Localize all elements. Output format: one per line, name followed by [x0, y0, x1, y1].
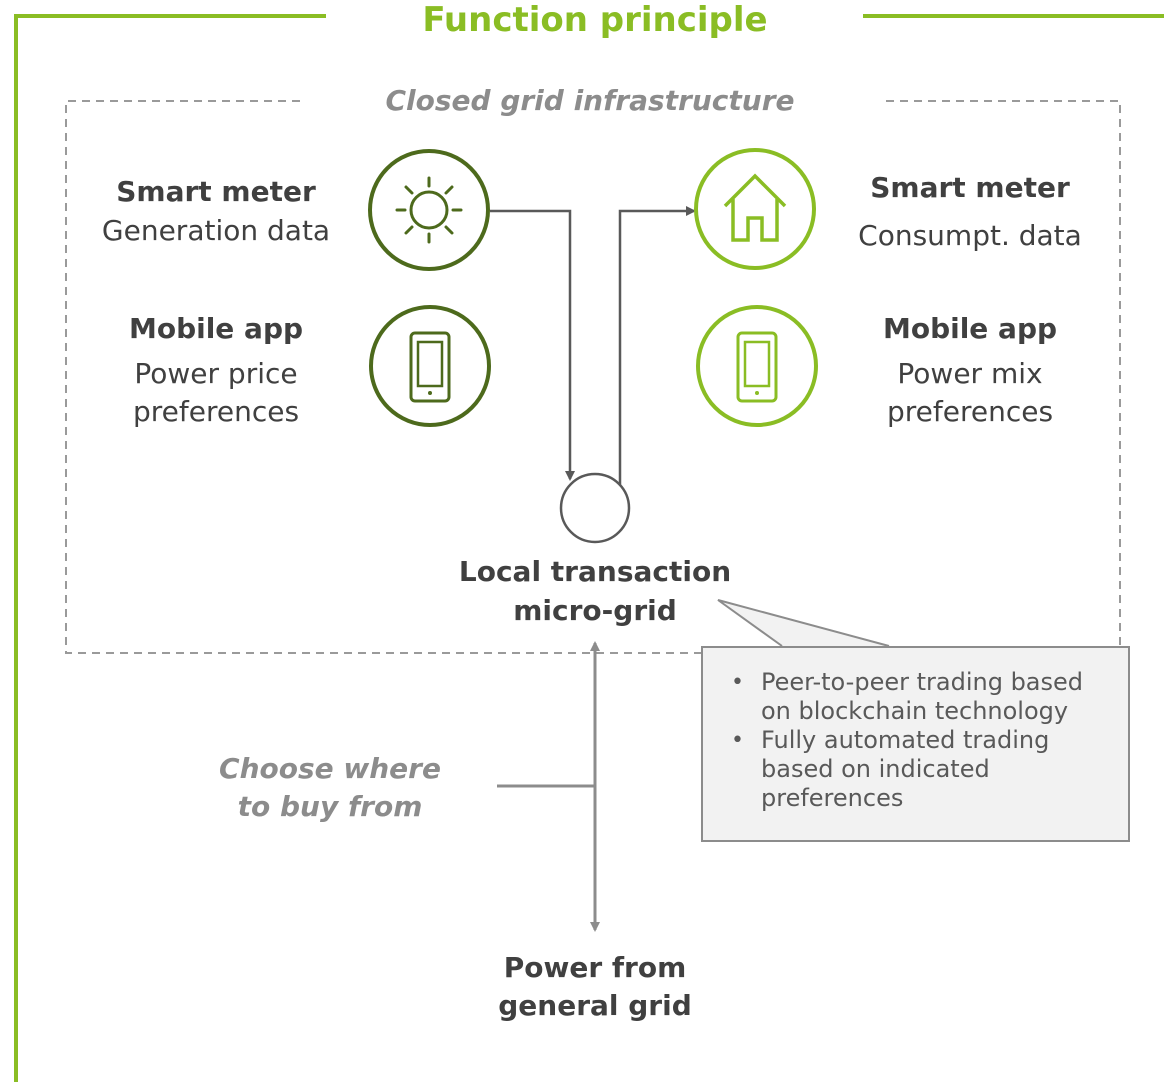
choose-label-line2: to buy from [237, 790, 423, 823]
house-icon [694, 148, 816, 270]
hub-node [559, 472, 631, 544]
callout-item: Peer-to-peer trading based on blockchain… [731, 668, 1114, 726]
outer-frame [14, 14, 1164, 1082]
general-grid-label-line1: Power from [503, 951, 687, 984]
consumer-meter-desc: Consumpt. data [858, 219, 1082, 252]
region-label: Closed grid infrastructure [385, 84, 795, 117]
consumer-app-desc-line1: Power mix [897, 357, 1043, 390]
generator-meter-desc: Generation data [101, 214, 331, 247]
consumer-app-title: Mobile app [882, 312, 1058, 345]
sun-icon [368, 149, 490, 271]
consumer-meter-title: Smart meter [870, 171, 1070, 204]
generator-to-hub-connector [490, 209, 575, 481]
general-grid-label-line2: general grid [498, 989, 692, 1022]
hub-label-line1: Local transaction [458, 555, 732, 588]
consumer-app-desc-line2: preferences [886, 395, 1054, 428]
generator-app-desc-line1: Power price [134, 357, 298, 390]
callout-box: Peer-to-peer trading based on blockchain… [701, 646, 1130, 842]
callout-pointer [717, 599, 890, 647]
hub-label-line2: micro-grid [513, 594, 677, 627]
generator-phone-icon [369, 305, 491, 427]
callout-item: Fully automated trading based on indicat… [731, 726, 1114, 813]
consumer-phone-icon [696, 305, 818, 427]
choose-label: Choose where to buy from [160, 750, 500, 826]
choose-label-line1: Choose where [219, 752, 441, 785]
generator-app-title: Mobile app [128, 312, 304, 345]
generator-meter-title: Smart meter [116, 175, 316, 208]
callout-list: Peer-to-peer trading based on blockchain… [703, 648, 1128, 813]
generator-app-desc-line2: preferences [132, 395, 300, 428]
diagram-title: Function principle [422, 0, 768, 40]
hub-to-consumer-connector [618, 206, 696, 487]
